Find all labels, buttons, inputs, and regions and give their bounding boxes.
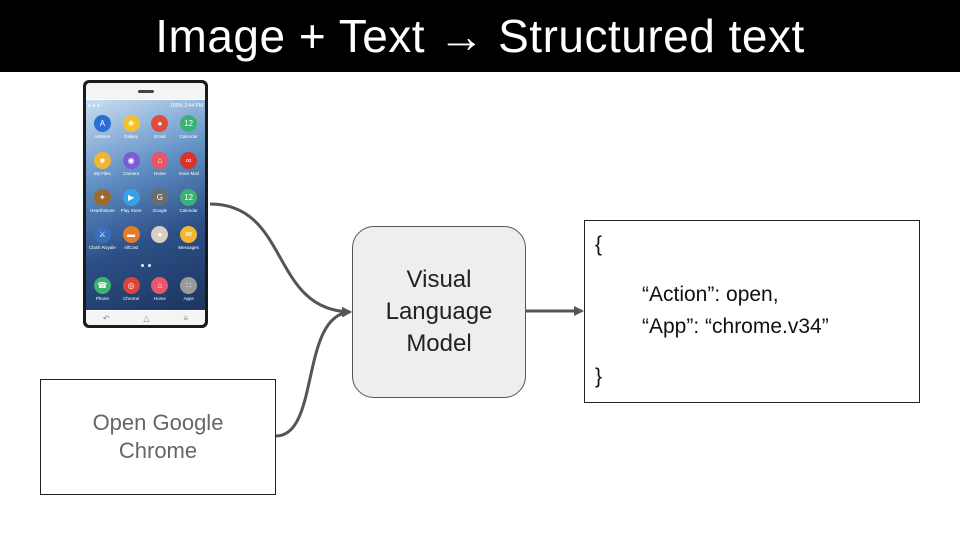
app-shortcut: ◉ Camera: [117, 152, 146, 182]
app-shortcut: ▬ AllCast: [117, 226, 146, 256]
home-icon: △: [143, 313, 150, 323]
app-label: Google: [152, 208, 168, 213]
app-icon: ∞: [180, 152, 198, 169]
app-icon: ▶: [122, 189, 140, 206]
phone-status-bar: ● ● ● 100% 2:44 PM: [88, 102, 203, 109]
app-shortcut: A AnMore: [88, 115, 117, 145]
app-row: ■ My Files ◉ Camera ⌂ Home ∞ Voice Mail: [88, 152, 203, 182]
app-icon: 12: [180, 189, 198, 206]
app-shortcut: ◎ Chrome: [117, 277, 146, 307]
output-node: { “Action”: open, “App”: “chrome.v34” }: [584, 220, 920, 403]
app-label: My Files: [94, 171, 111, 176]
app-label: Apps: [183, 296, 194, 301]
model-line2: Language: [385, 298, 493, 325]
back-icon: ↶: [102, 313, 110, 323]
app-shortcut: ❀ Gallery: [117, 115, 146, 145]
app-shortcut: G Google: [146, 189, 175, 219]
app-shortcut: ☎ Phone: [88, 277, 117, 307]
app-icon: ▬: [122, 226, 140, 243]
status-right: 100% 2:44 PM: [170, 102, 203, 109]
app-label: Calendar: [179, 208, 198, 213]
edge-text-to-model: [275, 307, 352, 438]
app-label: Messages: [178, 245, 199, 250]
app-label: Clash Royale: [88, 245, 116, 250]
status-icons: ● ● ●: [88, 102, 100, 109]
app-shortcut: ∞ Voice Mail: [174, 152, 203, 182]
recents-icon: ≡: [183, 313, 189, 323]
app-shortcut: ✉ Messages: [174, 226, 203, 256]
page-indicator: [86, 264, 205, 267]
app-label: Email: [154, 134, 166, 139]
app-shortcut: ⌂ Home: [146, 152, 175, 182]
output-action-line: “Action”: open,: [642, 283, 779, 306]
app-label: Home: [153, 171, 166, 176]
app-label: AllCast: [123, 245, 139, 250]
text-input-line1: Open Google: [92, 410, 224, 435]
app-shortcut: ● Email: [146, 115, 175, 145]
model-node: Visual Language Model: [352, 226, 526, 398]
edge-image-to-model: [209, 202, 352, 317]
app-icon: ●: [151, 226, 169, 243]
app-shortcut: ■ My Files: [88, 152, 117, 182]
phone-speaker: [138, 90, 154, 93]
app-row: ⚔ Clash Royale ▬ AllCast ● ✉ Messages: [88, 226, 203, 256]
app-label: Voice Mail: [178, 171, 199, 176]
phone-screenshot: ● ● ● 100% 2:44 PM A AnMore ❀ Gallery ● Email…: [83, 80, 208, 328]
phone-screen: ● ● ● 100% 2:44 PM A AnMore ❀ Gallery ● Email…: [86, 83, 205, 325]
phone-nav-bar: ↶ △ ≡: [86, 311, 205, 325]
app-label: Phone: [95, 296, 109, 301]
app-icon: ■: [93, 152, 111, 169]
dock-row: ☎ Phone ◎ Chrome ⌂ Home ∷ Apps: [88, 277, 203, 307]
app-icon: ✉: [180, 226, 198, 243]
app-shortcut: ⌂ Home: [146, 277, 175, 307]
app-icon: ◉: [122, 152, 140, 169]
output-app-line: “App”: “chrome.v34”: [642, 315, 829, 338]
text-input-line2: Chrome: [118, 438, 198, 463]
app-icon: ⌂: [151, 277, 169, 294]
app-label: Chrome: [123, 296, 140, 301]
app-shortcut: ⚔ Clash Royale: [88, 226, 117, 256]
app-label: Hearthstone: [90, 208, 115, 213]
app-icon: ⌂: [151, 152, 169, 169]
app-label: Gallery: [123, 134, 139, 139]
app-icon: ❀: [122, 115, 140, 132]
app-icon: ✦: [93, 189, 111, 206]
app-icon: ☎: [93, 277, 111, 294]
model-line3: Model: [406, 330, 472, 357]
app-shortcut: ▶ Play Store: [117, 189, 146, 219]
app-icon: ∷: [180, 277, 198, 294]
app-label: Home: [153, 296, 166, 301]
slide-title: Image + Text → Structured text: [0, 0, 960, 72]
app-icon: ⚔: [93, 226, 111, 243]
app-icon: 12: [180, 115, 198, 132]
text-input-node: Open Google Chrome: [40, 379, 276, 495]
app-shortcut: ●: [146, 226, 175, 256]
app-icon: ◎: [122, 277, 140, 294]
app-icon: A: [93, 115, 111, 132]
app-label: Play Store: [120, 208, 142, 213]
app-shortcut: ∷ Apps: [174, 277, 203, 307]
app-label: Calendar: [179, 134, 198, 139]
app-label: Camera: [123, 171, 140, 176]
app-icon: G: [151, 189, 169, 206]
app-icon: ●: [151, 115, 169, 132]
app-shortcut: ✦ Hearthstone: [88, 189, 117, 219]
output-open-brace: {: [595, 233, 603, 256]
app-label: AnMore: [94, 134, 111, 139]
output-close-brace: }: [595, 365, 603, 388]
model-line1: Visual: [406, 266, 472, 293]
phone-top-bezel: [86, 83, 205, 99]
